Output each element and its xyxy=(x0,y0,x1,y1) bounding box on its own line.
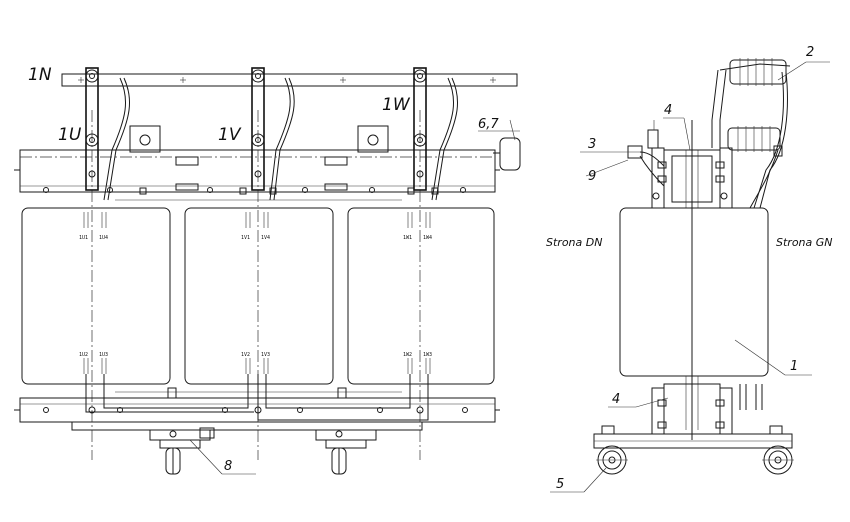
term-1u3: 1U3 xyxy=(99,352,108,358)
coil-w xyxy=(347,207,495,385)
callout-4-top: 4 xyxy=(664,103,672,118)
term-1v3: 1V3 xyxy=(261,352,270,358)
side-view: 2 4 3 9 1 4 5 Strona DN Strona GN xyxy=(546,45,833,493)
callout-8: 8 xyxy=(224,459,232,474)
coil-v xyxy=(184,207,334,385)
label-1n: 1N xyxy=(28,65,52,85)
callout-3: 3 xyxy=(588,137,596,152)
callout-4-bottom: 4 xyxy=(612,392,620,407)
callout-1: 1 xyxy=(790,359,798,374)
neutral-busbar xyxy=(61,73,518,87)
term-1v1: 1V1 xyxy=(241,235,250,241)
side-coil xyxy=(619,207,769,377)
term-1u1: 1U1 xyxy=(79,235,88,241)
label-1v: 1V xyxy=(218,125,242,145)
front-view: 1N 1U 1V 1W 6,7 8 1U1 1U4 1V1 1V4 1W1 1W… xyxy=(14,65,521,475)
hv-bushings xyxy=(711,58,791,209)
term-1w1: 1W1 xyxy=(403,235,412,241)
coil-u xyxy=(21,207,171,385)
phase-w-terminal xyxy=(413,67,427,191)
term-1w3: 1W3 xyxy=(423,352,432,358)
wheel-front-left xyxy=(149,427,215,475)
term-1v4: 1V4 xyxy=(261,235,270,241)
top-clamp-frame xyxy=(19,149,496,193)
wheel-side-left xyxy=(596,445,628,475)
label-strona-dn: Strona DN xyxy=(546,236,602,249)
callout-5: 5 xyxy=(556,477,564,492)
phase-u-terminal xyxy=(85,67,99,191)
label-strona-gn: Strona GN xyxy=(776,236,833,249)
label-1w: 1W xyxy=(382,95,411,115)
fan-sensor-box xyxy=(499,137,521,171)
term-1w4: 1W4 xyxy=(423,235,432,241)
phase-v-terminal xyxy=(251,67,265,191)
term-1w2: 1W2 xyxy=(403,352,412,358)
term-1u2: 1U2 xyxy=(79,352,88,358)
lv-accessories xyxy=(627,120,665,187)
term-1v2: 1V2 xyxy=(241,352,250,358)
wheel-front-right xyxy=(315,429,377,475)
callout-6-7: 6,7 xyxy=(478,117,499,132)
callout-9: 9 xyxy=(588,169,596,184)
wheel-side-right xyxy=(762,445,794,475)
label-1u: 1U xyxy=(58,125,82,145)
term-1u4: 1U4 xyxy=(99,235,108,241)
callout-2: 2 xyxy=(806,45,814,60)
